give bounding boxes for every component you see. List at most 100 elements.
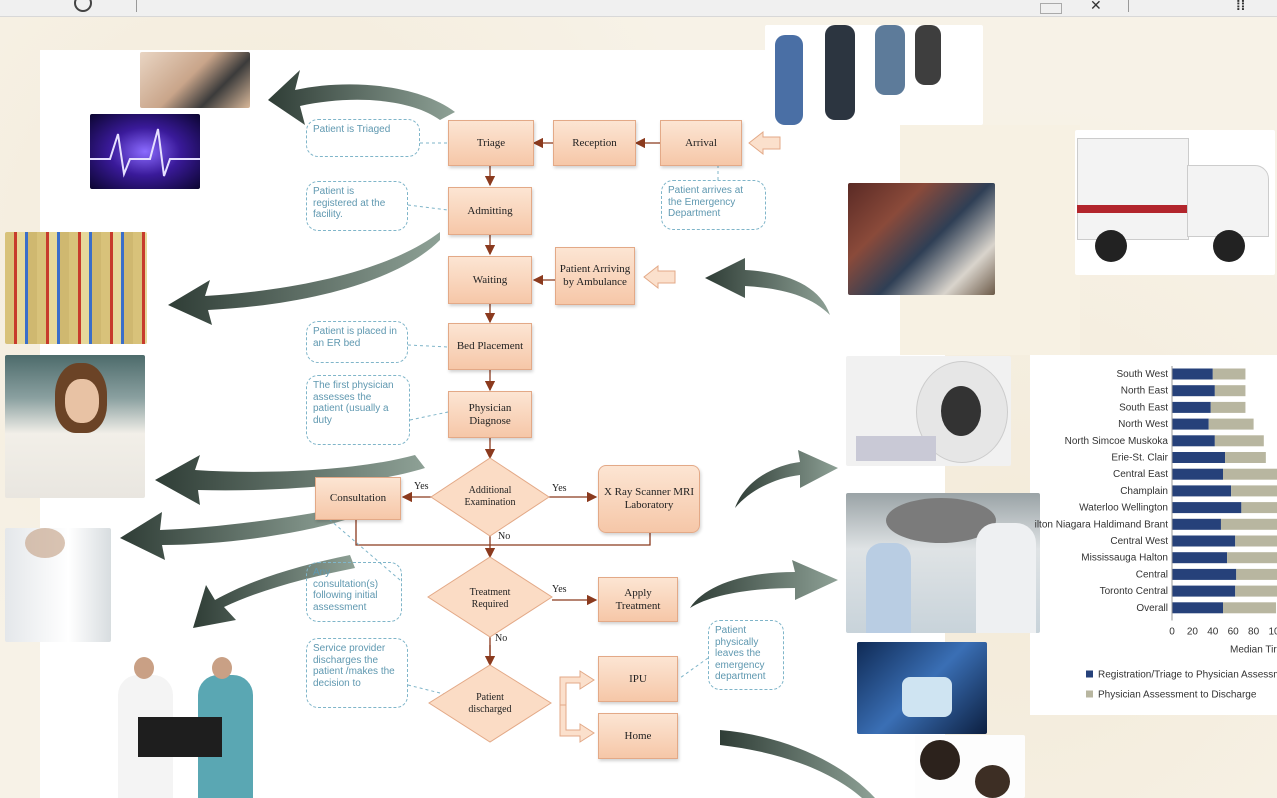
additional-examination-diamond [430,457,550,537]
legend-label: Physician Assessment to Discharge [1098,690,1257,701]
note-triaged: Patient is Triaged [306,119,420,157]
bar-registration [1172,385,1215,397]
category-label: Erie-St. Clair [1111,453,1168,464]
yes-label-treatment: Yes [552,584,567,595]
bar-assessment [1235,585,1277,597]
x-tick-label: 10 [1268,627,1277,638]
bar-registration [1172,468,1223,480]
big-arrow-to-bp [268,70,455,125]
arrow-into-ambulance [643,264,676,290]
category-label: South West [1116,369,1168,380]
category-label: North East [1121,386,1168,397]
ecg-wave-icon [90,128,200,178]
additional-exam-label-2: Examination [464,497,515,508]
category-label: North Simcoe Muskoka [1065,436,1169,447]
ipu-box: IPU [598,656,678,702]
paramedics-stretcher-photo [848,183,995,295]
additional-exam-label-1: Additional [469,485,512,496]
ecg-monitor-photo [90,114,200,189]
category-label: South East [1119,402,1168,413]
arrival-box: Arrival [660,120,742,166]
bar-registration [1172,585,1236,597]
home-box: Home [598,713,678,759]
x-tick-label: 0 [1169,627,1175,638]
big-arrow-to-mri [735,450,838,508]
category-label: North West [1118,419,1168,430]
bar-registration [1172,518,1221,530]
nurse-photo [5,355,145,498]
category-label: Central [1136,569,1168,580]
patient-discharged-label-2: discharged [468,704,511,715]
toolbar-divider-2 [1128,0,1129,12]
yes-label-left: Yes [414,481,429,492]
arrow-into-arrival [748,130,781,156]
ambulance-box: Patient Arriving by Ambulance [555,247,635,305]
doctor-stethoscope-photo [5,528,111,642]
family-photo [915,735,1025,798]
bar-assessment [1241,502,1277,514]
category-label: Champlain [1120,486,1168,497]
legend-label: Registration/Triage to Physician Assessm [1098,670,1277,681]
yes-label-right: Yes [552,483,567,494]
reception-box: Reception [553,120,636,166]
doctors-xray-photo [88,655,268,798]
note-physician: The first physician assesses the patient… [306,375,410,445]
bar-assessment [1223,468,1277,480]
category-label: Mississauga Halton [1081,553,1168,564]
pin-icon[interactable]: ✕ [1090,0,1102,13]
consultation-box: Consultation [315,477,401,520]
big-arrow-to-files [168,232,440,325]
bar-assessment [1223,602,1277,614]
x-tick-label: 80 [1248,627,1260,638]
bar-registration [1172,368,1213,380]
menu-icon[interactable]: ⁞⁞ [1236,0,1246,13]
bar-assessment [1225,452,1266,463]
bar-registration [1172,452,1226,463]
triage-box: Triage [448,120,534,166]
category-label: Overall [1136,603,1168,614]
bar-assessment [1236,568,1277,580]
x-axis-title: Median Tir [1230,645,1277,656]
bar-assessment [1235,535,1277,547]
bar-assessment [1214,435,1264,447]
category-label: Central West [1110,536,1168,547]
bed-placement-box: Bed Placement [448,323,532,370]
bar-assessment [1231,485,1277,497]
big-arrow-to-family [720,730,875,798]
note-leaves: Patient physically leaves the emergency … [708,620,784,690]
no-label-2: No [495,633,508,644]
bar-assessment [1212,368,1246,380]
legend-swatch [1086,690,1093,698]
browser-toolbar: ✕ ⁞⁞ [0,0,1277,17]
note-arrives: Patient arrives at the Emergency Departm… [661,180,766,230]
window-icon[interactable] [1040,3,1062,14]
bar-registration [1172,535,1236,547]
bar-registration [1172,485,1232,497]
chart-panel [1030,355,1277,715]
treatment-required-label-2: Required [472,599,509,610]
note-registered: Patient is registered at the facility. [306,181,408,231]
toolbar-divider [136,0,137,12]
note-service: Service provider discharges the patient … [306,638,408,708]
x-tick-label: 20 [1187,627,1199,638]
ambulance-photo [1075,130,1275,275]
big-arrow-to-doctor [120,508,345,560]
surgeon-mask-photo [857,642,987,734]
mri-scanner-photo [846,356,1011,466]
bar-registration [1172,552,1228,564]
blood-pressure-photo [140,52,250,108]
legend-swatch [1086,670,1093,678]
bar-assessment [1208,418,1254,430]
treatment-required-diamond [427,556,553,638]
waiting-box: Waiting [448,256,532,304]
bar-registration [1172,418,1209,430]
category-label: Waterloo Wellington [1079,503,1168,514]
patient-discharged-label-1: Patient [476,692,504,703]
category-label: Toronto Central [1100,586,1168,597]
big-arrow-from-ambulance [705,258,830,315]
app-icon[interactable] [74,0,92,12]
patient-discharged-diamond [428,664,552,743]
admitting-box: Admitting [448,187,532,235]
